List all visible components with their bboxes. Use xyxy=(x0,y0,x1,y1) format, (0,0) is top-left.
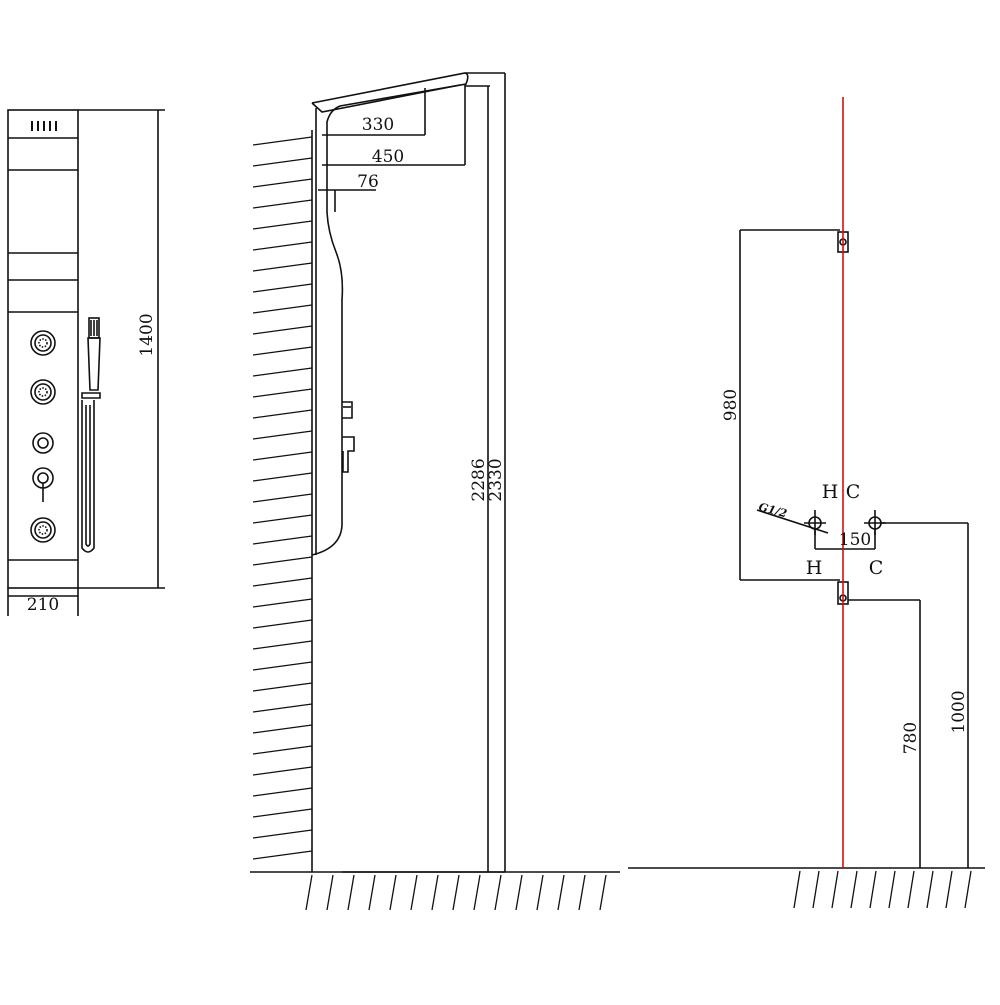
floor-hatch-line xyxy=(452,874,460,911)
cold-water-label: C xyxy=(869,557,884,579)
dim-1000-label: 1000 xyxy=(949,690,969,733)
hot-water-label: H xyxy=(806,557,823,579)
thread-size-label: G1/2 xyxy=(757,500,788,520)
floor-hatch-line xyxy=(431,874,439,911)
wall-hatch-line xyxy=(252,241,313,251)
floor-hatch-line xyxy=(578,874,586,911)
top-nozzle-slots xyxy=(31,121,57,131)
wall-hatch-line xyxy=(252,409,313,419)
body-jet-3 xyxy=(30,517,56,543)
floor-hatch-line xyxy=(907,870,915,909)
front-height-label: 1400 xyxy=(137,313,157,356)
floor-hatch-line xyxy=(557,874,565,911)
floor-hatch-line xyxy=(305,874,313,911)
floor-hatch-line xyxy=(831,870,839,909)
dim-980-label: 980 xyxy=(721,389,741,421)
wall-hatch-line xyxy=(252,766,313,776)
diverter-knob xyxy=(32,432,54,454)
side-view xyxy=(250,72,620,911)
plumbing-floor-hatch xyxy=(793,870,972,909)
wall-hatch-line xyxy=(252,703,313,713)
wall-hatch-line xyxy=(252,325,313,335)
wall-hatch-line xyxy=(252,577,313,587)
wall-hatch-line xyxy=(252,535,313,545)
dim-2286-label: 2286 xyxy=(469,458,489,501)
floor-hatch-line xyxy=(410,874,418,911)
wall-hatch-line xyxy=(252,220,313,230)
wall-hatch-line xyxy=(252,556,313,566)
wall-hatch-line xyxy=(252,430,313,440)
dim-2330-label: 2330 xyxy=(486,458,506,501)
wall-hatch-line xyxy=(252,304,313,314)
wall-hatch-line xyxy=(252,451,313,461)
floor-hatch-line xyxy=(494,874,502,911)
wall-hatch-line xyxy=(252,283,313,293)
panel-profile xyxy=(311,72,469,556)
floor-hatch-line xyxy=(599,874,607,911)
cold-top-label: C xyxy=(846,481,861,503)
floor-hatch-line xyxy=(964,870,972,909)
floor-hatch-line xyxy=(389,874,397,911)
floor-hatch-line xyxy=(850,870,858,909)
body-jet-2 xyxy=(30,379,56,405)
wall-hatch-line xyxy=(252,850,313,860)
wall-hatch xyxy=(252,136,313,860)
wall-hatch-line xyxy=(252,178,313,188)
floor-hatch-line xyxy=(926,870,934,909)
wall-hatch-line xyxy=(252,745,313,755)
body-jet-1 xyxy=(30,330,56,356)
dim-330-label: 330 xyxy=(362,115,394,135)
dim-150-label: 150 xyxy=(839,530,871,550)
side-valve-lower xyxy=(342,436,355,473)
hand-shower xyxy=(81,317,101,553)
wall-hatch-line xyxy=(252,199,313,209)
floor-hatch-line xyxy=(888,870,896,909)
wall-hatch-line xyxy=(252,808,313,818)
floor-hatch-line xyxy=(793,870,801,909)
wall-hatch-line xyxy=(252,367,313,377)
wall-hatch-line xyxy=(252,682,313,692)
wall-hatch-line xyxy=(252,787,313,797)
wall-hatch-line xyxy=(252,598,313,608)
wall-hatch-line xyxy=(252,346,313,356)
floor-hatch-line xyxy=(473,874,481,911)
wall-hatch-line xyxy=(252,829,313,839)
thread-leader xyxy=(756,509,829,534)
wall-hatch-line xyxy=(252,661,313,671)
dim-76-label: 76 xyxy=(357,172,379,192)
floor-hatch-line xyxy=(812,870,820,909)
wall-hatch-line xyxy=(252,514,313,524)
dim-780-label: 780 xyxy=(901,722,921,754)
floor-hatch xyxy=(305,874,607,911)
floor-hatch-line xyxy=(536,874,544,911)
wall-hatch-line xyxy=(252,262,313,272)
floor-hatch-line xyxy=(945,870,953,909)
wall-hatch-line xyxy=(252,136,313,146)
panel-outline xyxy=(7,109,79,589)
side-valve-upper xyxy=(342,401,353,419)
dim-450-label: 450 xyxy=(372,147,404,167)
wall-hatch-line xyxy=(252,388,313,398)
wall-hatch-line xyxy=(252,493,313,503)
mixer-lever xyxy=(32,467,54,502)
front-view xyxy=(7,109,165,616)
floor-hatch-line xyxy=(326,874,334,911)
floor-hatch-line xyxy=(368,874,376,911)
floor-hatch-line xyxy=(347,874,355,911)
floor-hatch-line xyxy=(515,874,523,911)
wall-hatch-line xyxy=(252,724,313,734)
wall-hatch-line xyxy=(252,619,313,629)
wall-hatch-line xyxy=(252,157,313,167)
floor-hatch-line xyxy=(869,870,877,909)
wall-hatch-line xyxy=(252,472,313,482)
hot-top-label: H xyxy=(822,481,839,503)
wall-hatch-line xyxy=(252,640,313,650)
front-width-label: 210 xyxy=(27,595,59,615)
